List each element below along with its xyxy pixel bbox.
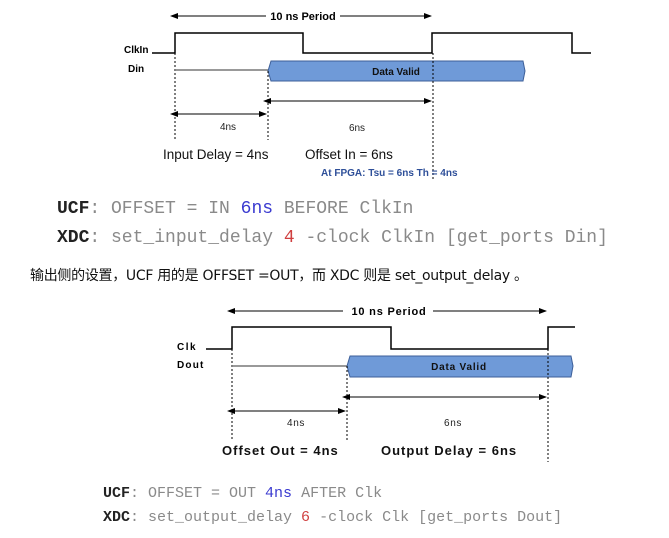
output-code-ucf: UCF: OFFSET = OUT 4ns AFTER Clk (103, 485, 382, 502)
xdc-text-pre: : set_input_delay (89, 228, 284, 248)
period-label: 10 ns Period (270, 11, 335, 23)
caption-offset-out: Offset Out = 4ns (222, 443, 339, 458)
period-label-2: 10 ns Period (351, 306, 426, 318)
ucf-text-pre: : OFFSET = IN (89, 199, 241, 219)
output-side-description: 输出侧的设置，UCF 用的是 OFFSET =OUT，而 XDC 则是 set_… (30, 268, 528, 284)
ucf-text-post: BEFORE ClkIn (273, 199, 414, 219)
clock-waveform (152, 32, 591, 54)
ucf-keyword: UCF (57, 199, 90, 219)
xdc-value: 4 (283, 228, 295, 248)
clock-label: ClkIn (124, 45, 148, 56)
data-valid-bar-2 (346, 355, 574, 378)
data-valid-label: Data Valid (372, 67, 420, 78)
ucf-text-pre-2: : OFFSET = OUT (130, 485, 266, 502)
caption-offset-in: Offset In = 6ns (305, 147, 393, 162)
data-label: Din (128, 64, 144, 75)
ucf-keyword-2: UCF (103, 485, 131, 502)
dim-label-4ns-2: 4ns (287, 418, 305, 429)
input-code-xdc: XDC: set_input_delay 4 -clock ClkIn [get… (57, 228, 608, 248)
ucf-text-post-2: AFTER Clk (292, 485, 383, 502)
clock-waveform-2 (206, 326, 575, 350)
xdc-value-2: 6 (301, 509, 311, 526)
data-label-2: Dout (177, 360, 205, 371)
xdc-text-post: -clock ClkIn [get_ports Din] (294, 228, 608, 248)
dim-label-6ns: 6ns (349, 123, 365, 134)
xdc-keyword-2: XDC (103, 509, 131, 526)
caption-input-delay: Input Delay = 4ns (163, 147, 269, 162)
caption-output-delay: Output Delay = 6ns (381, 443, 517, 458)
xdc-text-post-2: -clock Clk [get_ports Dout] (310, 509, 563, 526)
clock-label-2: Clk (177, 342, 197, 353)
xdc-keyword: XDC (57, 228, 90, 248)
dim-label-4ns: 4ns (220, 122, 236, 133)
input-code-ucf: UCF: OFFSET = IN 6ns BEFORE ClkIn (57, 199, 413, 219)
ucf-value: 6ns (240, 199, 274, 219)
dim-label-6ns-2: 6ns (444, 418, 462, 429)
data-valid-label-2: Data Valid (431, 362, 487, 373)
fpga-note: At FPGA: Tsu = 6ns Th = 4ns (321, 168, 458, 179)
input-timing-diagram: 10 ns Period ClkIn Din Data Valid 4ns 6n… (124, 11, 591, 180)
xdc-text-pre-2: : set_output_delay (130, 509, 302, 526)
output-code-xdc: XDC: set_output_delay 6 -clock Clk [get_… (103, 509, 562, 526)
ucf-value-2: 4ns (265, 485, 293, 502)
